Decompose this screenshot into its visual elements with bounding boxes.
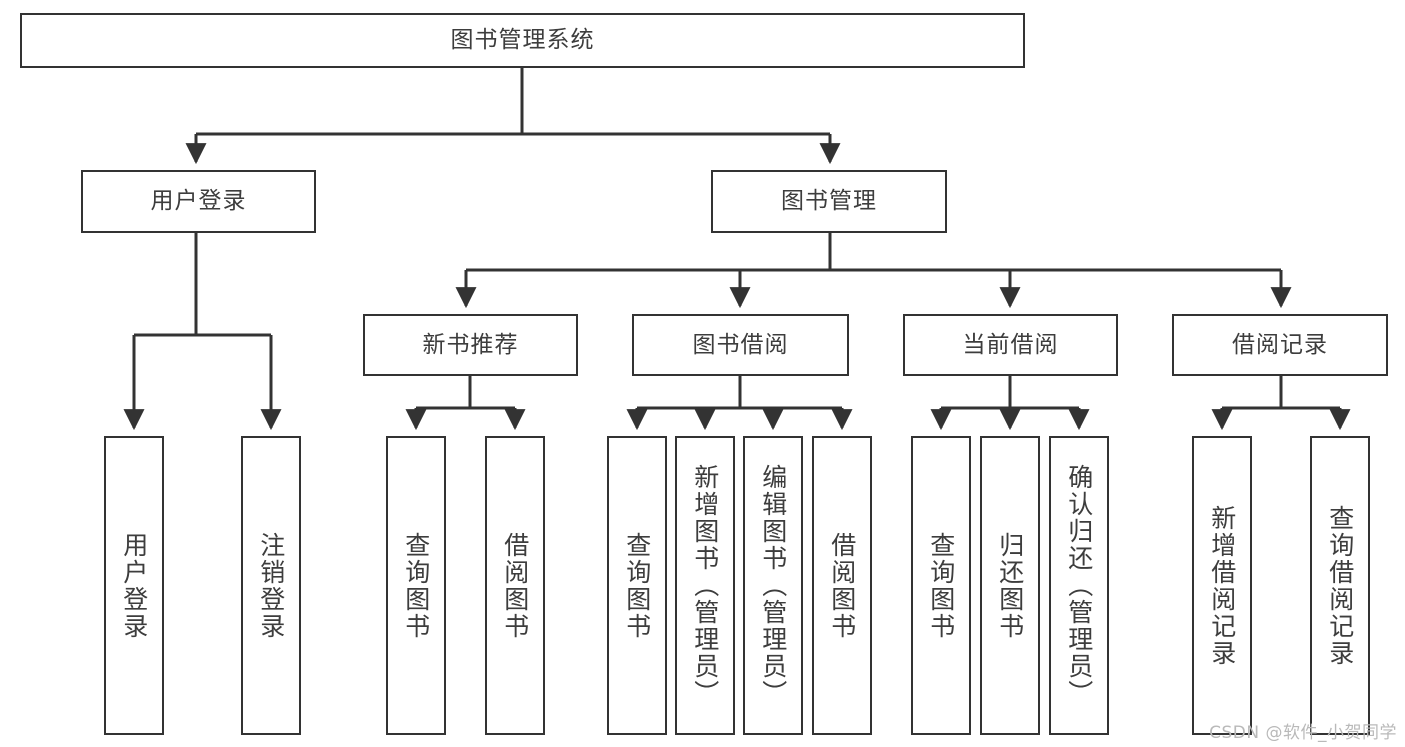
leaf-label: 借阅图书	[827, 531, 857, 640]
node-borrow-record-label: 借阅记录	[1232, 331, 1328, 358]
leaf-user-login-logout[interactable]: 注销登录	[241, 436, 301, 735]
leaf-label: 借阅图书	[500, 531, 530, 640]
leaf-current-borrow-confirm[interactable]: 确认归还（管理员）	[1049, 436, 1109, 735]
leaf-label: 查询图书	[926, 531, 956, 640]
node-current-borrow[interactable]: 当前借阅	[903, 314, 1118, 376]
leaf-book-borrow-borrow[interactable]: 借阅图书	[812, 436, 872, 735]
node-book-borrow[interactable]: 图书借阅	[632, 314, 849, 376]
leaf-book-borrow-query[interactable]: 查询图书	[607, 436, 667, 735]
leaf-label: 注销登录	[256, 531, 286, 640]
leaf-new-book-query[interactable]: 查询图书	[386, 436, 446, 735]
leaf-book-borrow-add[interactable]: 新增图书（管理员）	[675, 436, 735, 735]
node-root[interactable]: 图书管理系统	[20, 13, 1025, 68]
leaf-label: 确认归还（管理员）	[1064, 464, 1094, 707]
leaf-label: 新增借阅记录	[1207, 504, 1237, 667]
leaf-borrow-record-query[interactable]: 查询借阅记录	[1310, 436, 1370, 735]
node-new-book-recommend[interactable]: 新书推荐	[363, 314, 578, 376]
leaf-new-book-borrow[interactable]: 借阅图书	[485, 436, 545, 735]
node-borrow-record[interactable]: 借阅记录	[1172, 314, 1388, 376]
node-book-management[interactable]: 图书管理	[711, 170, 947, 233]
leaf-label: 新增图书（管理员）	[690, 464, 720, 707]
leaf-user-login-login[interactable]: 用户登录	[104, 436, 164, 735]
node-user-login[interactable]: 用户登录	[81, 170, 316, 233]
leaf-label: 归还图书	[995, 531, 1025, 640]
leaf-borrow-record-add[interactable]: 新增借阅记录	[1192, 436, 1252, 735]
node-book-borrow-label: 图书借阅	[692, 331, 789, 358]
leaf-label: 查询图书	[622, 531, 652, 640]
leaf-label: 查询图书	[401, 531, 431, 640]
leaf-book-borrow-edit[interactable]: 编辑图书（管理员）	[743, 436, 803, 735]
node-user-login-label: 用户登录	[150, 188, 247, 214]
leaf-label: 用户登录	[119, 531, 149, 640]
leaf-current-borrow-return[interactable]: 归还图书	[980, 436, 1040, 735]
node-current-borrow-label: 当前借阅	[962, 331, 1059, 358]
leaf-label: 编辑图书（管理员）	[758, 464, 788, 707]
node-new-book-recommend-label: 新书推荐	[422, 331, 519, 358]
node-root-label: 图书管理系统	[450, 27, 595, 53]
leaf-current-borrow-query[interactable]: 查询图书	[911, 436, 971, 735]
node-book-management-label: 图书管理	[781, 188, 877, 214]
leaf-label: 查询借阅记录	[1325, 504, 1355, 667]
